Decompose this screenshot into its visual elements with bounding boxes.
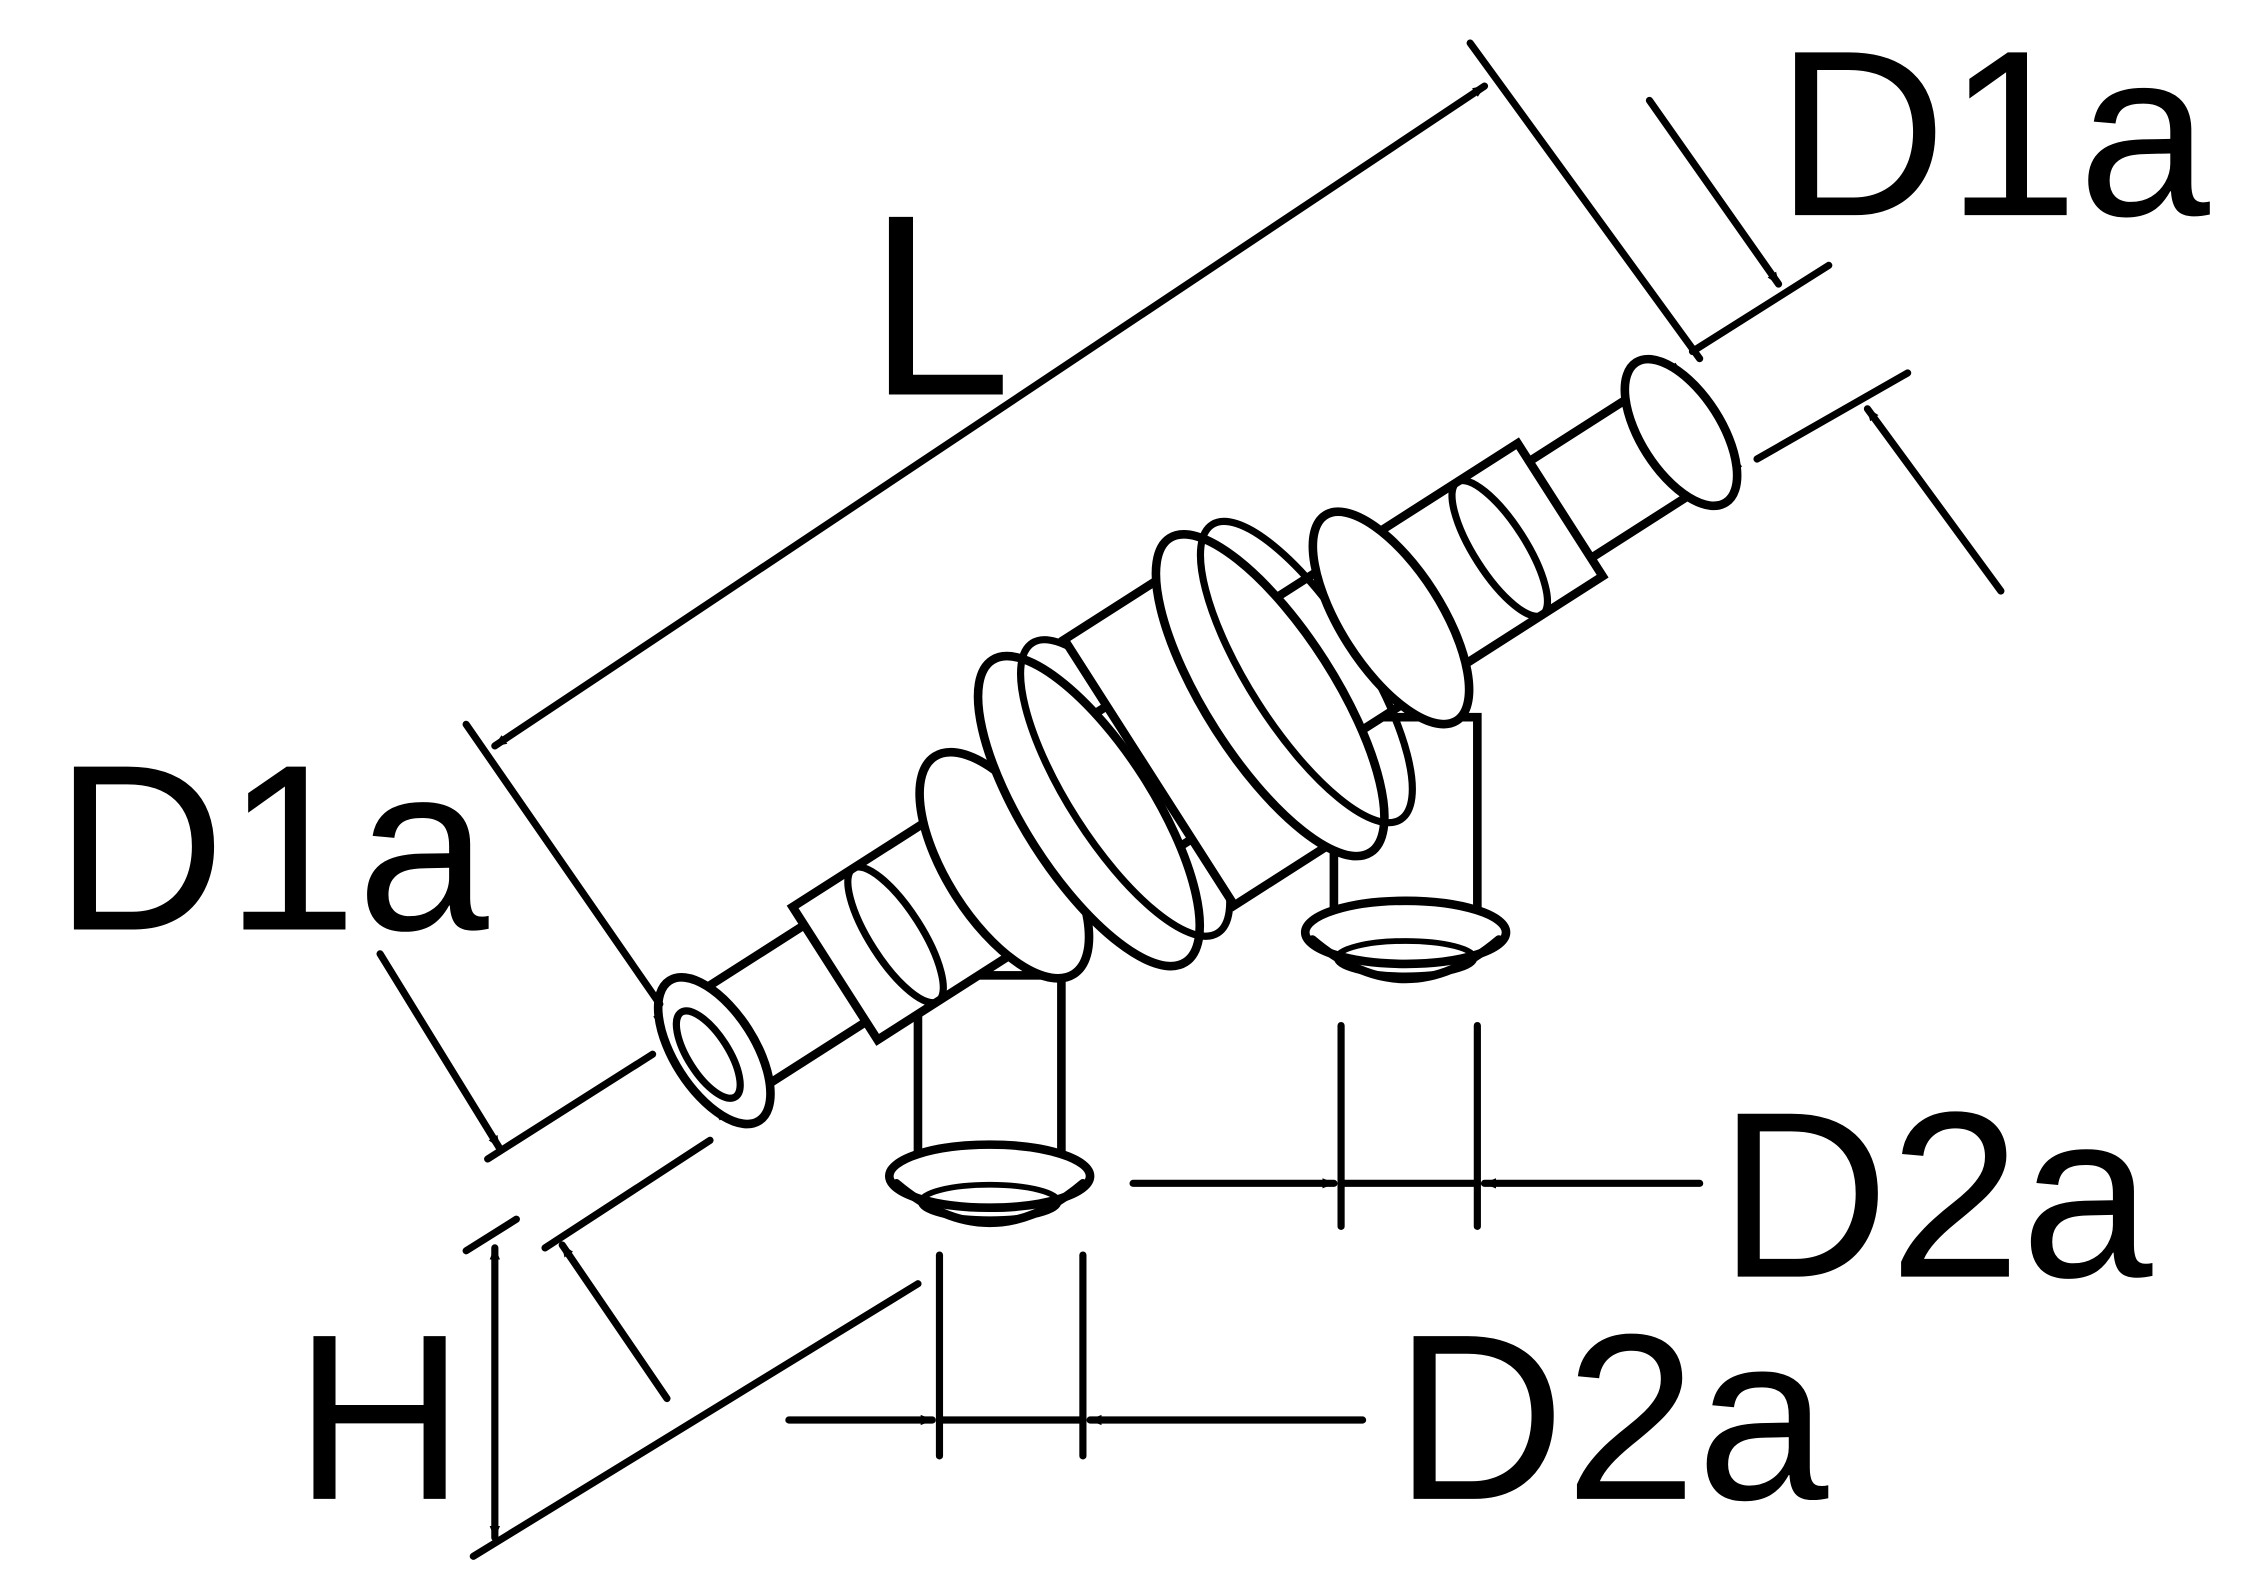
main-pipe-body [653, 354, 1743, 1129]
label-L: L [868, 160, 1012, 449]
dimension-d1a-left [376, 950, 714, 1403]
label-d1a-top: D1a [1776, 2, 2211, 266]
label-d2a-upper: D2a [1718, 1064, 2153, 1328]
label-H: H [294, 1286, 465, 1550]
dimension-d2a-lower [785, 1251, 1367, 1460]
dimension-L [462, 39, 1704, 1008]
dimension-d1a-top [1645, 96, 2005, 595]
label-d1a-left: D1a [55, 716, 490, 980]
label-d2a-lower: D2a [1394, 1286, 1829, 1550]
dimension-d2a-upper [1129, 1021, 1704, 1230]
branch-leg-left [884, 971, 1095, 1227]
dimension-H [462, 1215, 922, 1560]
